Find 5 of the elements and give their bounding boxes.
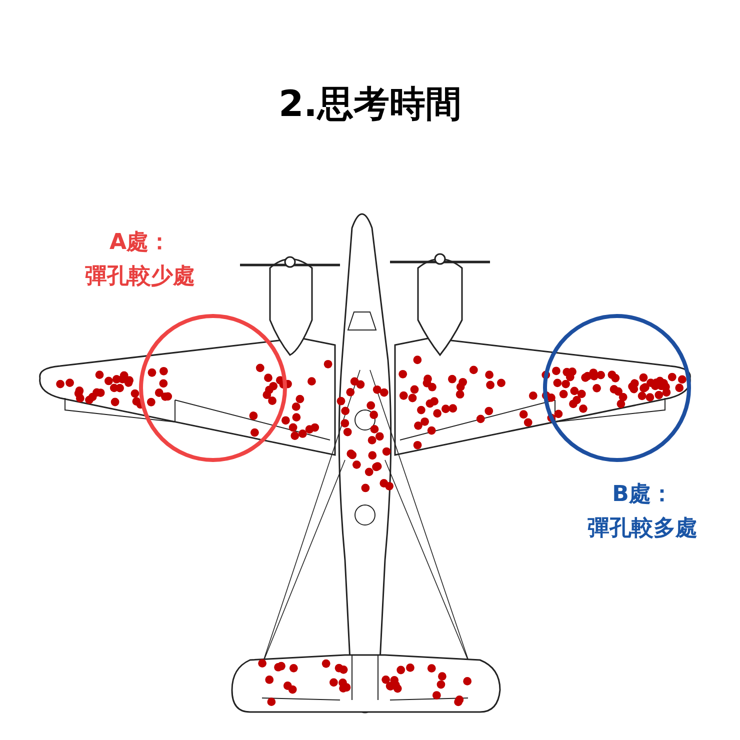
annotation-text: 彈孔較多處 — [588, 515, 698, 543]
annotation-text: B處： — [612, 481, 673, 509]
annotation-text: A處： — [109, 229, 171, 257]
title: 2.思考時間 — [278, 83, 462, 127]
annotation-text: 彈孔較少處 — [85, 263, 195, 291]
